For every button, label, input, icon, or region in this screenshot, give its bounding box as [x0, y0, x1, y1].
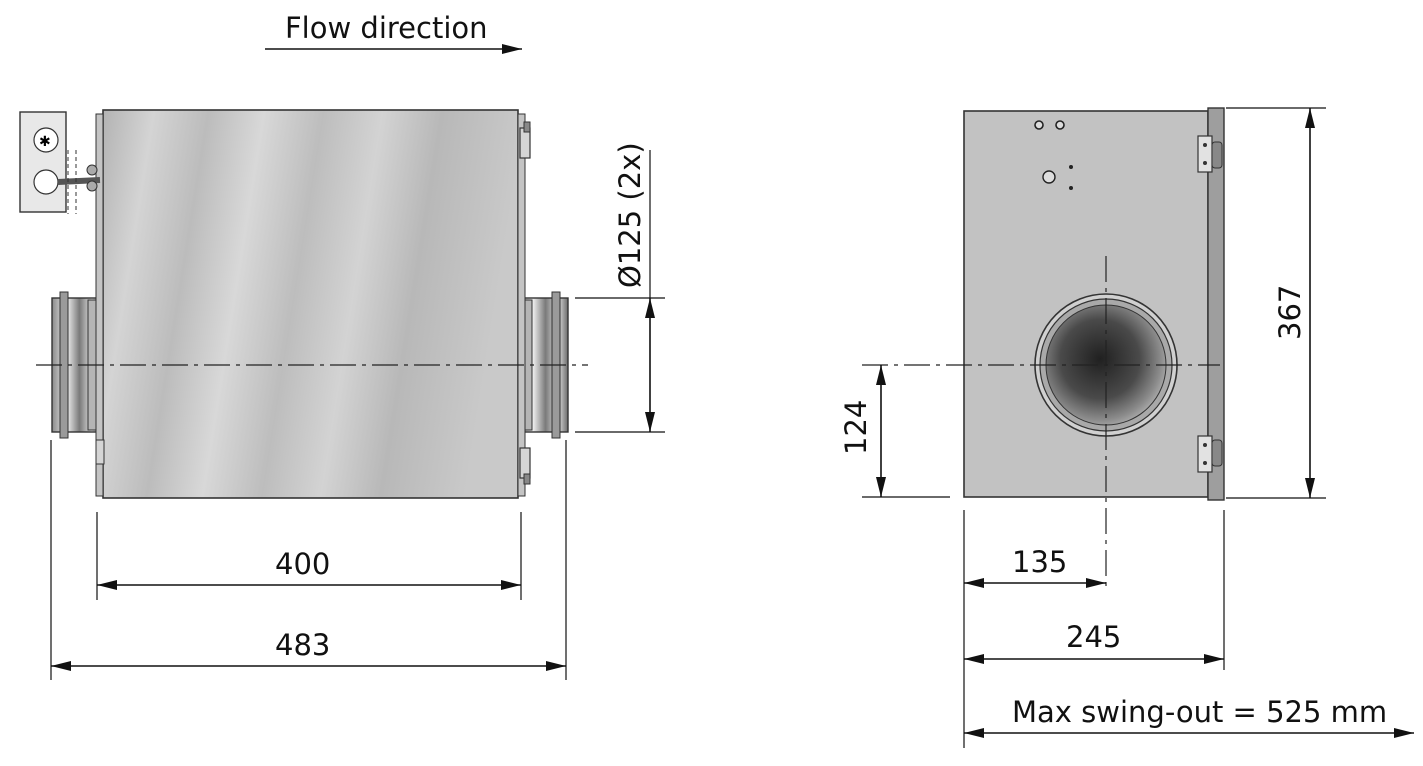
dim-367-label: 367: [1273, 285, 1307, 340]
clip-bottom-right: [519, 447, 531, 485]
swing-out-label: Max swing-out = 525 mm: [1012, 695, 1387, 729]
dim-124-label: 124: [839, 400, 873, 455]
clip-top-right: [519, 121, 531, 159]
dim-400-label: 400: [275, 547, 330, 581]
flow-direction-label: Flow direction: [285, 11, 488, 45]
terminal-box: ✱: [19, 111, 101, 214]
unit-body-side: [102, 109, 519, 499]
hinge-bottom: [1197, 435, 1223, 473]
hinge-top: [1197, 135, 1223, 173]
dim-245-label: 245: [1066, 620, 1121, 654]
flow-direction-label-group: Flow direction: [265, 11, 522, 54]
dim-diameter-label: Ø125 (2x): [613, 142, 647, 288]
side-view: ✱ 400 483 Ø125 (2x): [19, 109, 665, 680]
clip-bottom-left: [95, 439, 105, 465]
dim-135-label: 135: [1012, 545, 1067, 579]
hinge-strip: [1207, 107, 1225, 501]
svg-text:✱: ✱: [39, 134, 51, 150]
front-view: 367 124 135 245 Max swing-out = 525 mm: [839, 107, 1414, 748]
dim-483-label: 483: [275, 628, 330, 662]
